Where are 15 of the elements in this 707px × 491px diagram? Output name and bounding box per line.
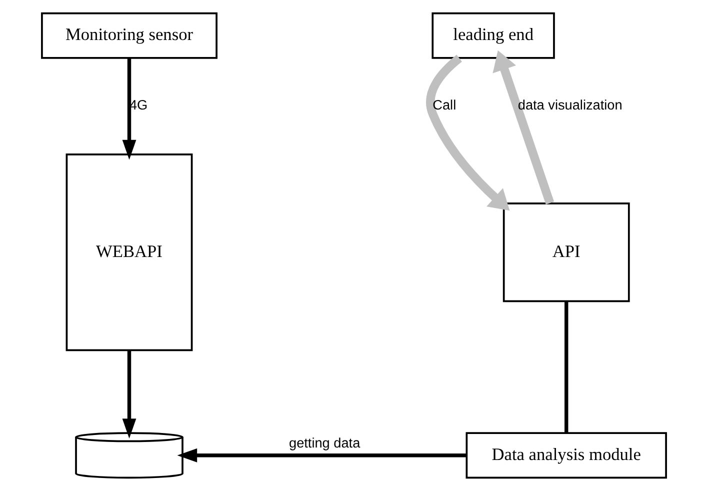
edge-label: Call [432,98,456,113]
arrow [426,54,510,211]
connector [564,302,568,433]
node-box: API [502,202,630,302]
node-box: Data analysis module [465,432,666,479]
arrow [176,448,466,462]
arrow [492,50,554,204]
node-box: leading end [431,12,554,59]
arrow [122,350,136,439]
arrow [122,58,136,160]
node-box: Monitoring sensor [40,12,217,59]
edge-label: data visualization [517,98,622,113]
node-box: WEBAPI [65,154,192,352]
edge-label: getting data [288,436,360,451]
edge-label: 4G [128,98,148,113]
